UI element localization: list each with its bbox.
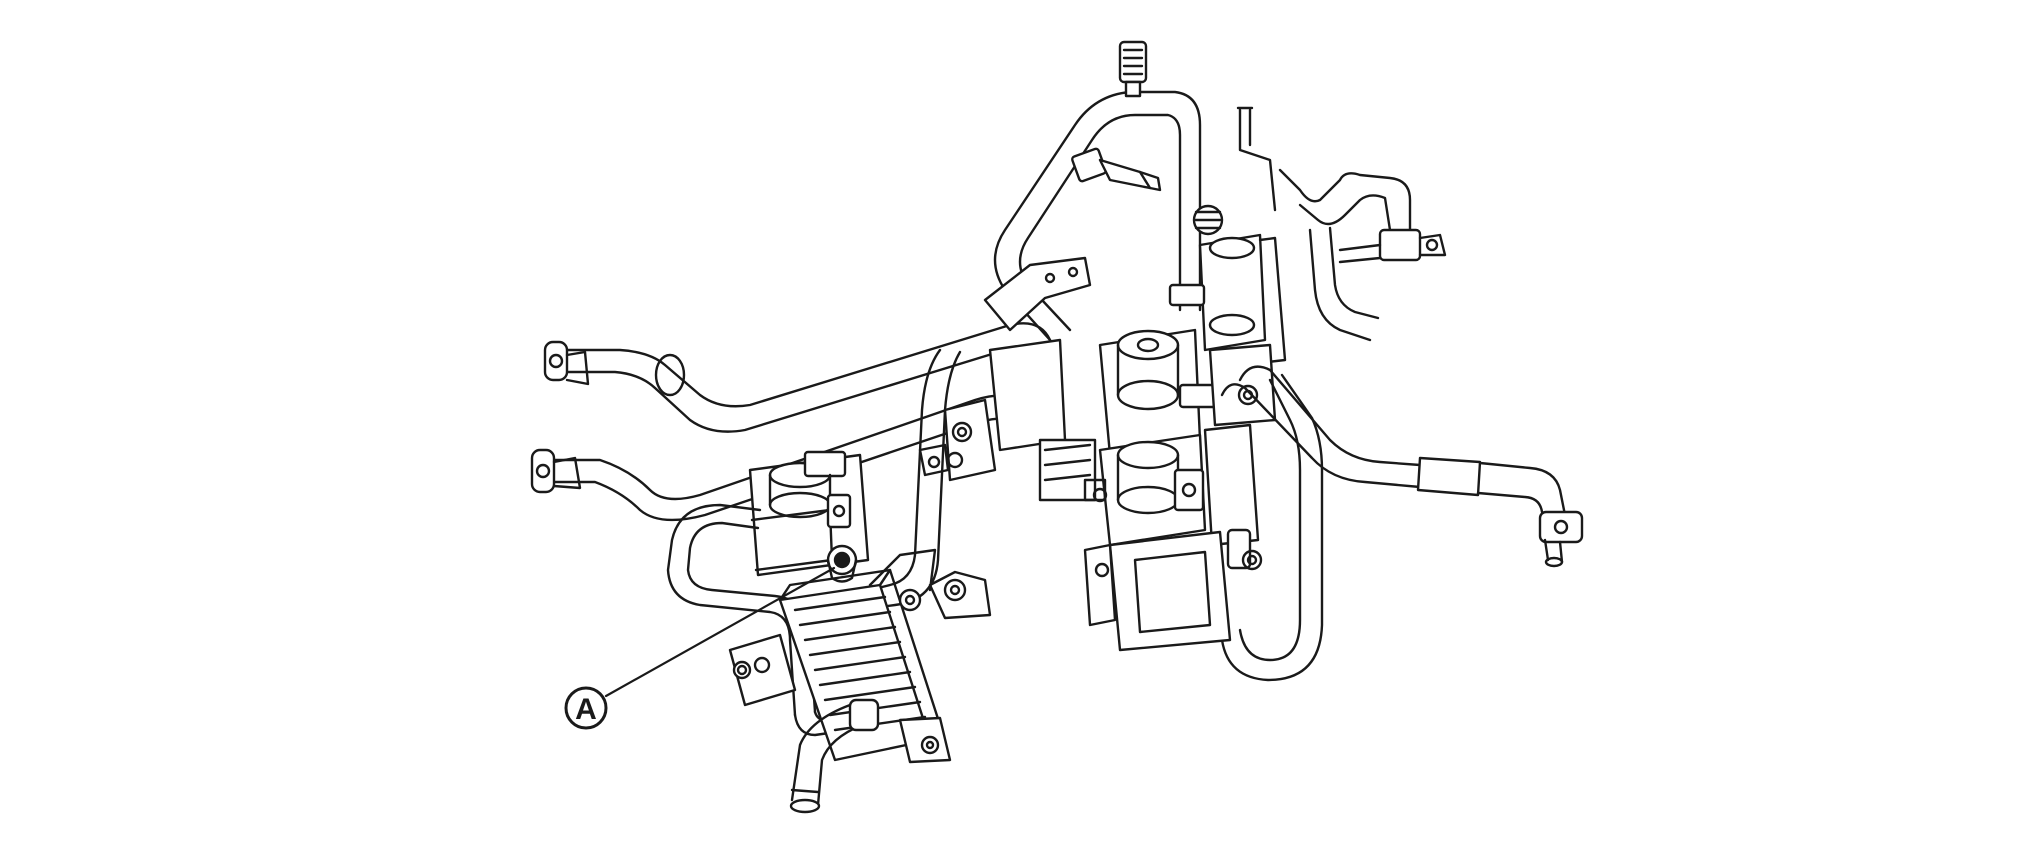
right-outlet-pipe: [1220, 365, 1584, 568]
callout-a: A: [564, 686, 608, 730]
right-lower-loop: [1220, 373, 1324, 682]
lower-center-bracket: [1083, 530, 1232, 652]
right-valve-column: [1168, 204, 1287, 570]
part-a-bolt: [826, 544, 858, 583]
cooler-elbow-pipe: [789, 698, 880, 814]
mid-bracket-bolts: [928, 570, 992, 620]
left-valve-block: [748, 450, 870, 577]
central-bracket: [918, 256, 1092, 482]
top-loop-tube: [993, 40, 1202, 342]
left-vertical-pipe: [868, 348, 962, 610]
oil-cooler: [728, 548, 952, 764]
center-valve-block: [1038, 328, 1218, 547]
callout-a-label: A: [575, 693, 597, 726]
right-upper-pipes: [1236, 106, 1447, 342]
callout-leader-line: [604, 566, 836, 698]
top-sensor: [1071, 147, 1162, 192]
